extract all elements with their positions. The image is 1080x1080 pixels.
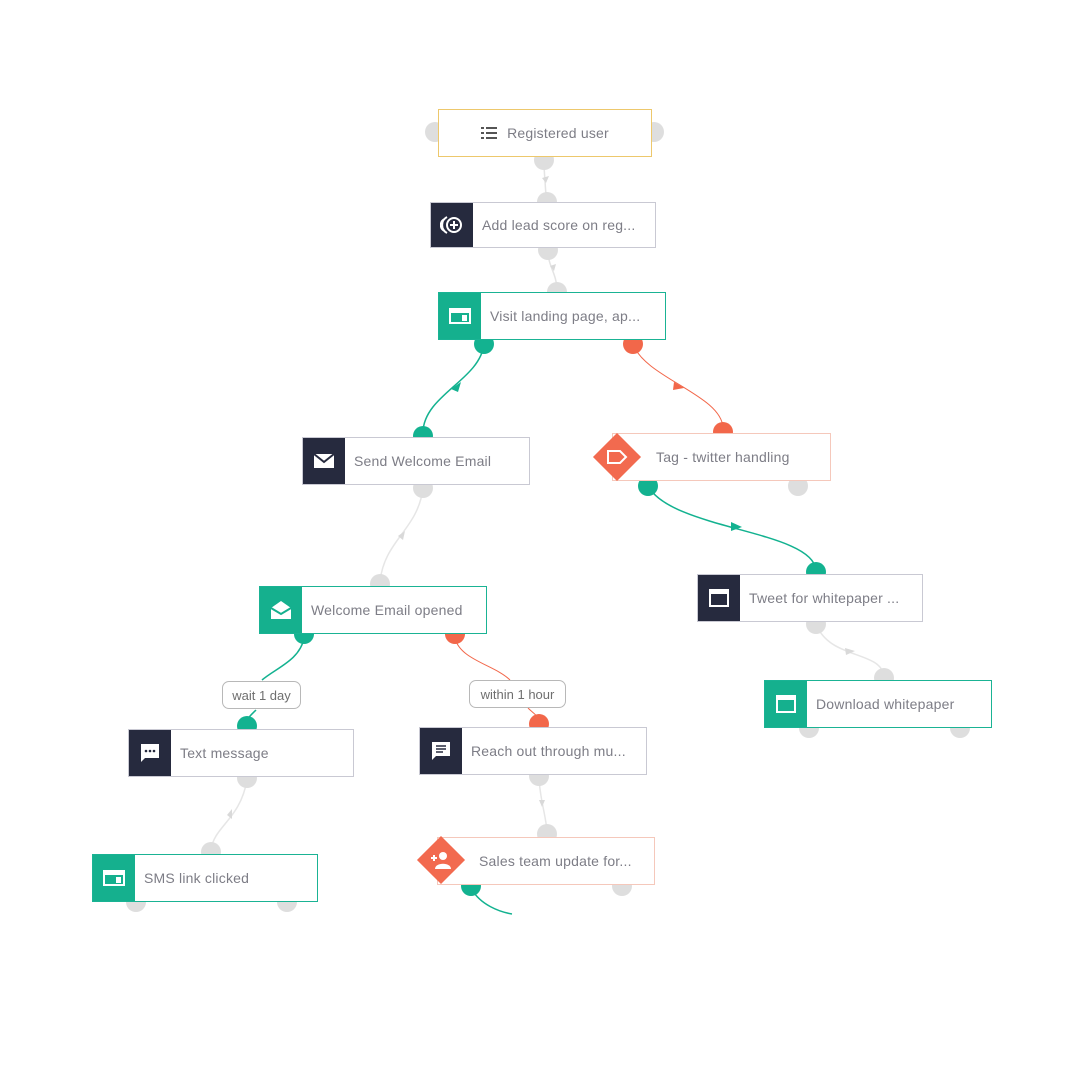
node-label: Add lead score on reg... — [482, 217, 636, 233]
edge-tag-to-tweet — [647, 485, 817, 571]
lead-score-plus-icon — [431, 203, 473, 247]
arrow-head — [398, 531, 405, 540]
node-label: Welcome Email opened — [311, 602, 463, 618]
node-label: Sales team update for... — [479, 853, 632, 869]
edge-landing-to-tag — [632, 343, 724, 429]
arrow-head — [451, 382, 461, 392]
envelope-icon — [303, 438, 345, 484]
node-visit-landing-page[interactable]: Visit landing page, ap... — [438, 292, 666, 340]
message-icon — [420, 728, 462, 774]
node-label: Send Welcome Email — [354, 453, 492, 469]
edge-opened-to-wait — [261, 637, 305, 681]
node-label: Registered user — [439, 110, 651, 156]
node-send-welcome-email[interactable]: Send Welcome Email — [302, 437, 530, 485]
node-label: Text message — [180, 745, 269, 761]
arrow-head — [542, 176, 549, 183]
node-tweet-whitepaper[interactable]: Tweet for whitepaper ... — [697, 574, 923, 622]
node-sms-link-clicked[interactable]: SMS link clicked — [92, 854, 318, 902]
arrow-head — [550, 264, 556, 271]
arrow-head — [731, 522, 742, 531]
node-text-message[interactable]: Text message — [128, 729, 354, 777]
node-add-lead-score[interactable]: Add lead score on reg... — [430, 202, 656, 248]
add-person-icon — [417, 836, 465, 884]
node-welcome-email-opened[interactable]: Welcome Email opened — [259, 586, 487, 634]
landing-page-icon — [439, 293, 481, 339]
node-label: Tweet for whitepaper ... — [749, 590, 900, 606]
node-download-whitepaper[interactable]: Download whitepaper — [764, 680, 992, 728]
node-label: Reach out through mu... — [471, 743, 626, 759]
node-tag-twitter[interactable]: Tag - twitter handling — [612, 433, 831, 481]
node-label: SMS link clicked — [144, 870, 250, 886]
node-reach-out[interactable]: Reach out through mu... — [419, 727, 647, 775]
edge-landing-to-email — [422, 343, 485, 433]
connector-dot[interactable] — [788, 476, 808, 496]
yes-branch-dot[interactable] — [638, 476, 658, 496]
edge-opened-to-within — [454, 637, 511, 681]
arrow-head — [673, 382, 684, 390]
node-sales-team-update[interactable]: Sales team update for... — [437, 837, 655, 885]
window-icon — [698, 575, 740, 621]
landing-page-icon — [93, 855, 135, 901]
arrow-head — [227, 809, 232, 819]
node-label: Visit landing page, ap... — [490, 308, 641, 324]
wait-1-day-pill[interactable]: wait 1 day — [222, 681, 301, 709]
node-label: Download whitepaper — [816, 696, 955, 712]
within-1-hour-pill[interactable]: within 1 hour — [469, 680, 566, 708]
chat-bubble-icon — [129, 730, 171, 776]
node-label: Tag - twitter handling — [656, 449, 790, 465]
arrow-head — [539, 800, 545, 807]
node-registered-user[interactable]: Registered user — [438, 109, 652, 157]
arrow-head — [845, 648, 855, 655]
tag-icon — [593, 433, 641, 481]
list-icon — [481, 127, 498, 139]
window-icon — [765, 681, 807, 727]
open-envelope-icon — [260, 587, 302, 633]
